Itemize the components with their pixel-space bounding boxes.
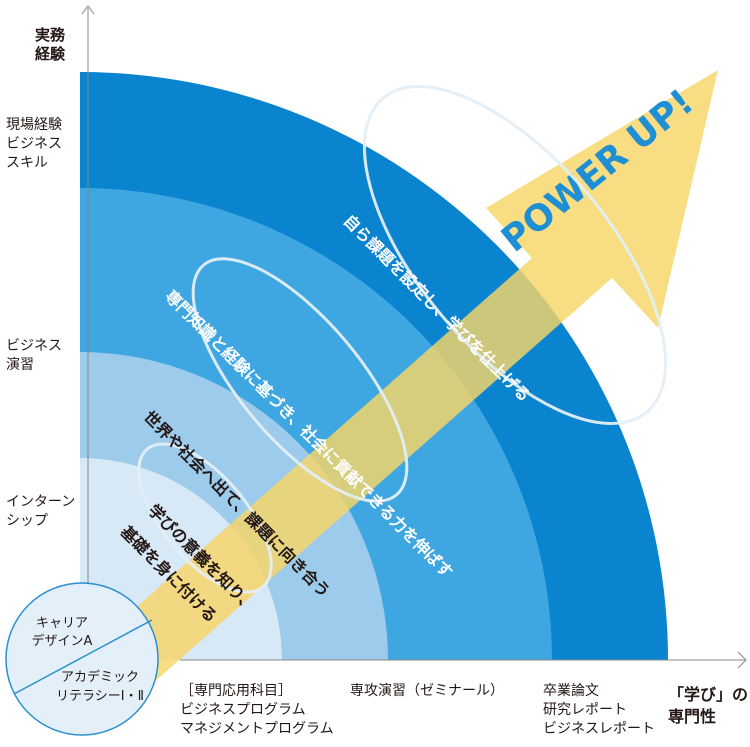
career-circle: [5, 582, 159, 736]
y-axis-arrowhead: [81, 5, 95, 15]
x-label-applied-subjects: ［専門応用科目］ ビジネスプログラム マネジメントプログラム: [180, 683, 334, 737]
loop-ellipse-2: [137, 442, 273, 594]
circle-divider: [13, 619, 153, 695]
circle-top-line1: キャリア: [36, 616, 88, 631]
loop-ellipse-3: [191, 257, 409, 503]
circle-top-line2: デザインA: [32, 633, 93, 649]
circle-bottom-line1: アカデミック: [61, 669, 139, 685]
power-up-arrow: [56, 70, 718, 698]
y-label-business-practice: ビジネス 演習: [6, 338, 62, 373]
loop-ellipse-4: [362, 85, 668, 425]
y-label-field-experience: 現場経験 ビジネス スキル: [6, 117, 62, 171]
x-axis-title: 「学び」の 専門性: [668, 685, 749, 726]
y-label-internship: インターン シップ: [6, 494, 76, 529]
y-axis-title: 実務 経験: [34, 26, 65, 63]
x-label-seminar: 専攻演習（ゼミナール）: [350, 683, 504, 699]
x-label-thesis: 卒業論文 研究レポート ビジネスレポート: [543, 683, 655, 737]
circle-bottom-line2: リテラシーⅠ・Ⅱ: [56, 689, 144, 704]
x-axis-arrowhead: [737, 651, 747, 669]
